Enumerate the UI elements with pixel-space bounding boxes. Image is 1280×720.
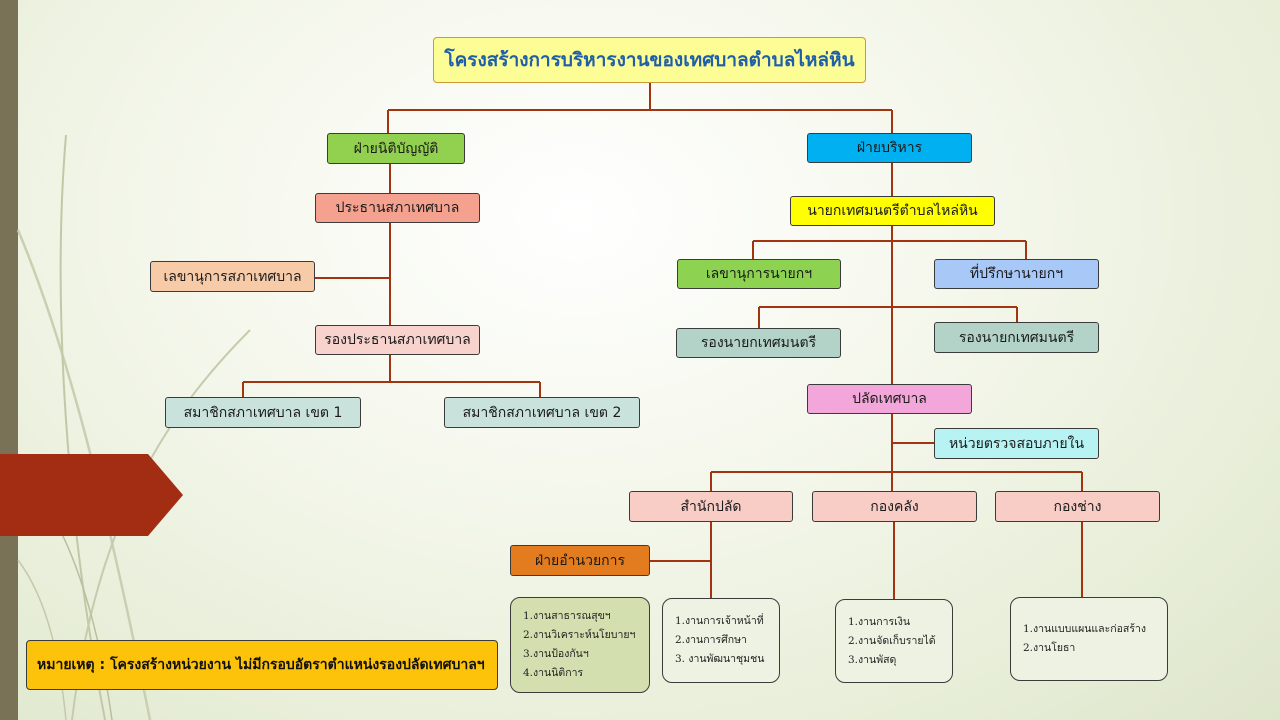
task-item: 2.งานวิเคราะห์นโยบายฯ <box>523 629 636 641</box>
task-item: 2.งานโยธา <box>1023 642 1076 654</box>
task-item: 2.งานจัดเก็บรายได้ <box>848 634 936 647</box>
municipal-clerk-box: ปลัดเทศบาล <box>807 384 972 414</box>
clerk-office-box: สำนักปลัด <box>629 491 793 522</box>
admin-section-box: ฝ่ายอำนวยการ <box>510 545 650 576</box>
admin-section-task-list: 1.งานสาธารณสุขฯ 2.งานวิเคราะห์นโยบายฯ 3.งา… <box>510 597 650 693</box>
footnote-box: หมายเหตุ : โครงสร้างหน่วยงาน ไม่มีกรอบอั… <box>26 640 498 690</box>
task-item: 3. งานพัฒนาชุมชน <box>675 653 765 665</box>
engineering-division-box: กองช่าง <box>995 491 1160 522</box>
deputy-mayor-box-right: รองนายกเทศมนตรี <box>934 322 1099 353</box>
task-item: 1.งานสาธารณสุขฯ <box>523 610 611 622</box>
deputy-mayor-box-left: รองนายกเทศมนตรี <box>676 328 841 358</box>
task-item: 4.งานนิติการ <box>523 667 584 679</box>
engineering-task-list: 1.งานแบบแผนและก่อสร้าง 2.งานโยธา <box>1010 597 1168 681</box>
decorative-arrow-shape <box>0 454 183 536</box>
task-item: 1.งานการเจ้าหน้าที่ <box>675 615 764 627</box>
internal-audit-box: หน่วยตรวจสอบภายใน <box>934 428 1099 459</box>
task-item: 2.งานการศึกษา <box>675 634 747 646</box>
task-item: 3.งานป้องกันฯ <box>523 648 589 660</box>
mayor-secretary-box: เลขานุการนายกฯ <box>677 259 841 289</box>
task-item: 1.งานการเงิน <box>848 615 911 628</box>
council-vice-chairman-box: รองประธานสภาเทศบาล <box>315 325 480 355</box>
mayor-advisor-box: ที่ปรึกษานายกฯ <box>934 259 1099 289</box>
executive-branch-box: ฝ่ายบริหาร <box>807 133 972 163</box>
council-member-zone1-box: สมาชิกสภาเทศบาล เขต 1 <box>165 397 361 428</box>
council-secretary-box: เลขานุการสภาเทศบาล <box>150 261 315 292</box>
council-chairman-box: ประธานสภาเทศบาล <box>315 193 480 223</box>
task-item: 1.งานแบบแผนและก่อสร้าง <box>1023 623 1146 635</box>
chart-title: โครงสร้างการบริหารงานของเทศบาลตำบลไหล่หิ… <box>433 37 866 83</box>
clerk-office-task-list: 1.งานการเจ้าหน้าที่ 2.งานการศึกษา 3. งานพั… <box>662 598 780 683</box>
mayor-box: นายกเทศมนตรีตำบลไหล่หิน <box>790 196 995 226</box>
finance-division-box: กองคลัง <box>812 491 977 522</box>
council-member-zone2-box: สมาชิกสภาเทศบาล เขต 2 <box>444 397 640 428</box>
finance-task-list: 1.งานการเงิน 2.งานจัดเก็บรายได้ 3.งานพัสดุ <box>835 599 953 683</box>
legislative-branch-box: ฝ่ายนิติบัญญัติ <box>327 133 465 164</box>
left-decorative-strip <box>0 0 18 720</box>
task-item: 3.งานพัสดุ <box>848 653 897 666</box>
